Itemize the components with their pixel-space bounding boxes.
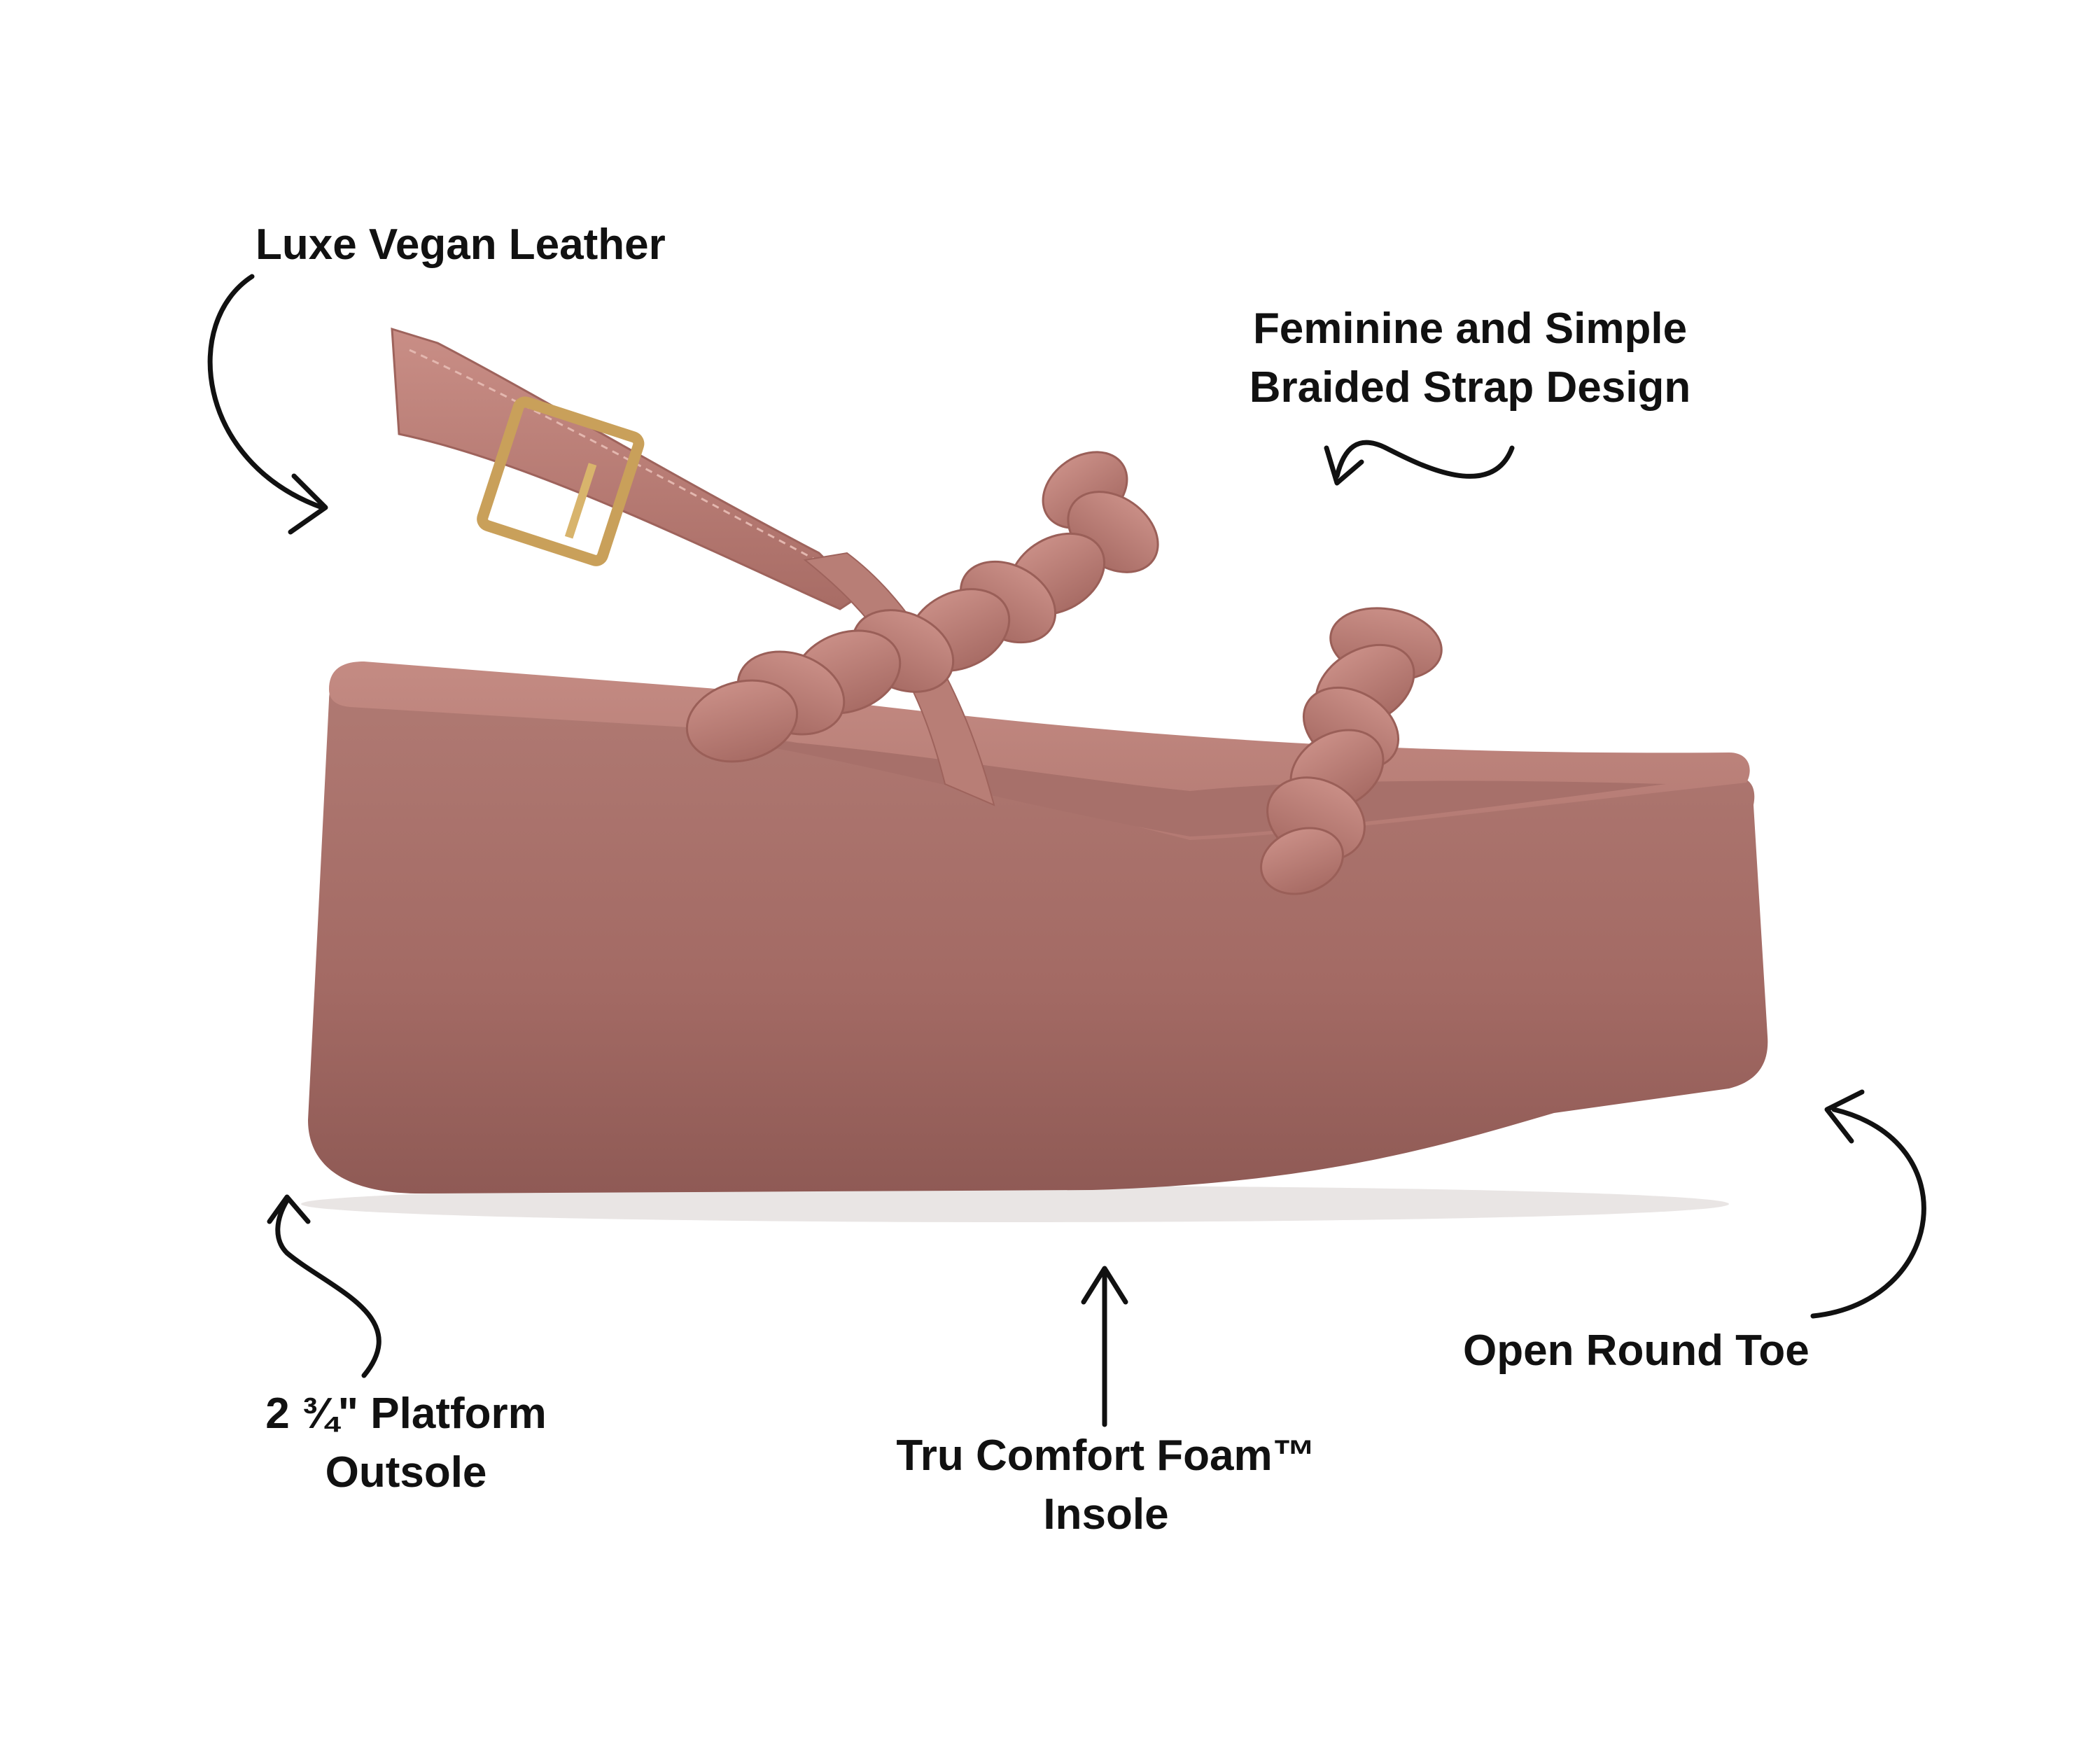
curved-arrow-icon-leather <box>207 274 325 510</box>
braided-strap-rear <box>685 451 1159 763</box>
callout-text-line2: Braided Strap Design <box>1249 363 1691 412</box>
callout-text-line1: 2 ¾" Platform <box>265 1390 547 1438</box>
gold-buckle <box>477 396 645 566</box>
curved-arrow-icon-platform <box>275 1198 382 1378</box>
callout-text-line1: Tru Comfort Foam™ <box>896 1432 1316 1480</box>
callout-text: Luxe Vegan Leather <box>255 220 666 269</box>
heel-strap-stitch <box>409 349 823 565</box>
callout-braided-strap: Feminine and Simple Braided Strap Design <box>1218 300 1722 417</box>
arrowhead-insole <box>1081 1266 1128 1305</box>
callout-text: Open Round Toe <box>1463 1326 1809 1375</box>
callout-luxe-vegan-leather: Luxe Vegan Leather <box>255 216 666 274</box>
arrowhead-platform <box>267 1194 311 1224</box>
callout-platform-outsole: 2 ¾" Platform Outsole <box>196 1385 616 1502</box>
callout-comfort-foam-insole: Tru Comfort Foam™ Insole <box>840 1427 1372 1544</box>
braided-strap-front <box>1260 607 1443 895</box>
curved-arrow-icon-toe <box>1810 1107 1926 1319</box>
arrowhead-toe <box>1824 1089 1865 1144</box>
arrowhead-leather <box>288 473 328 535</box>
callout-open-round-toe: Open Round Toe <box>1463 1322 1809 1380</box>
callout-text-line2: Insole <box>1043 1490 1169 1539</box>
curved-arrow-icon-braid <box>1334 440 1515 479</box>
shadow <box>301 1186 1729 1222</box>
arrowhead-braid <box>1324 445 1364 486</box>
callout-text-line1: Feminine and Simple <box>1252 304 1688 353</box>
callout-text-line2: Outsole <box>325 1448 487 1497</box>
